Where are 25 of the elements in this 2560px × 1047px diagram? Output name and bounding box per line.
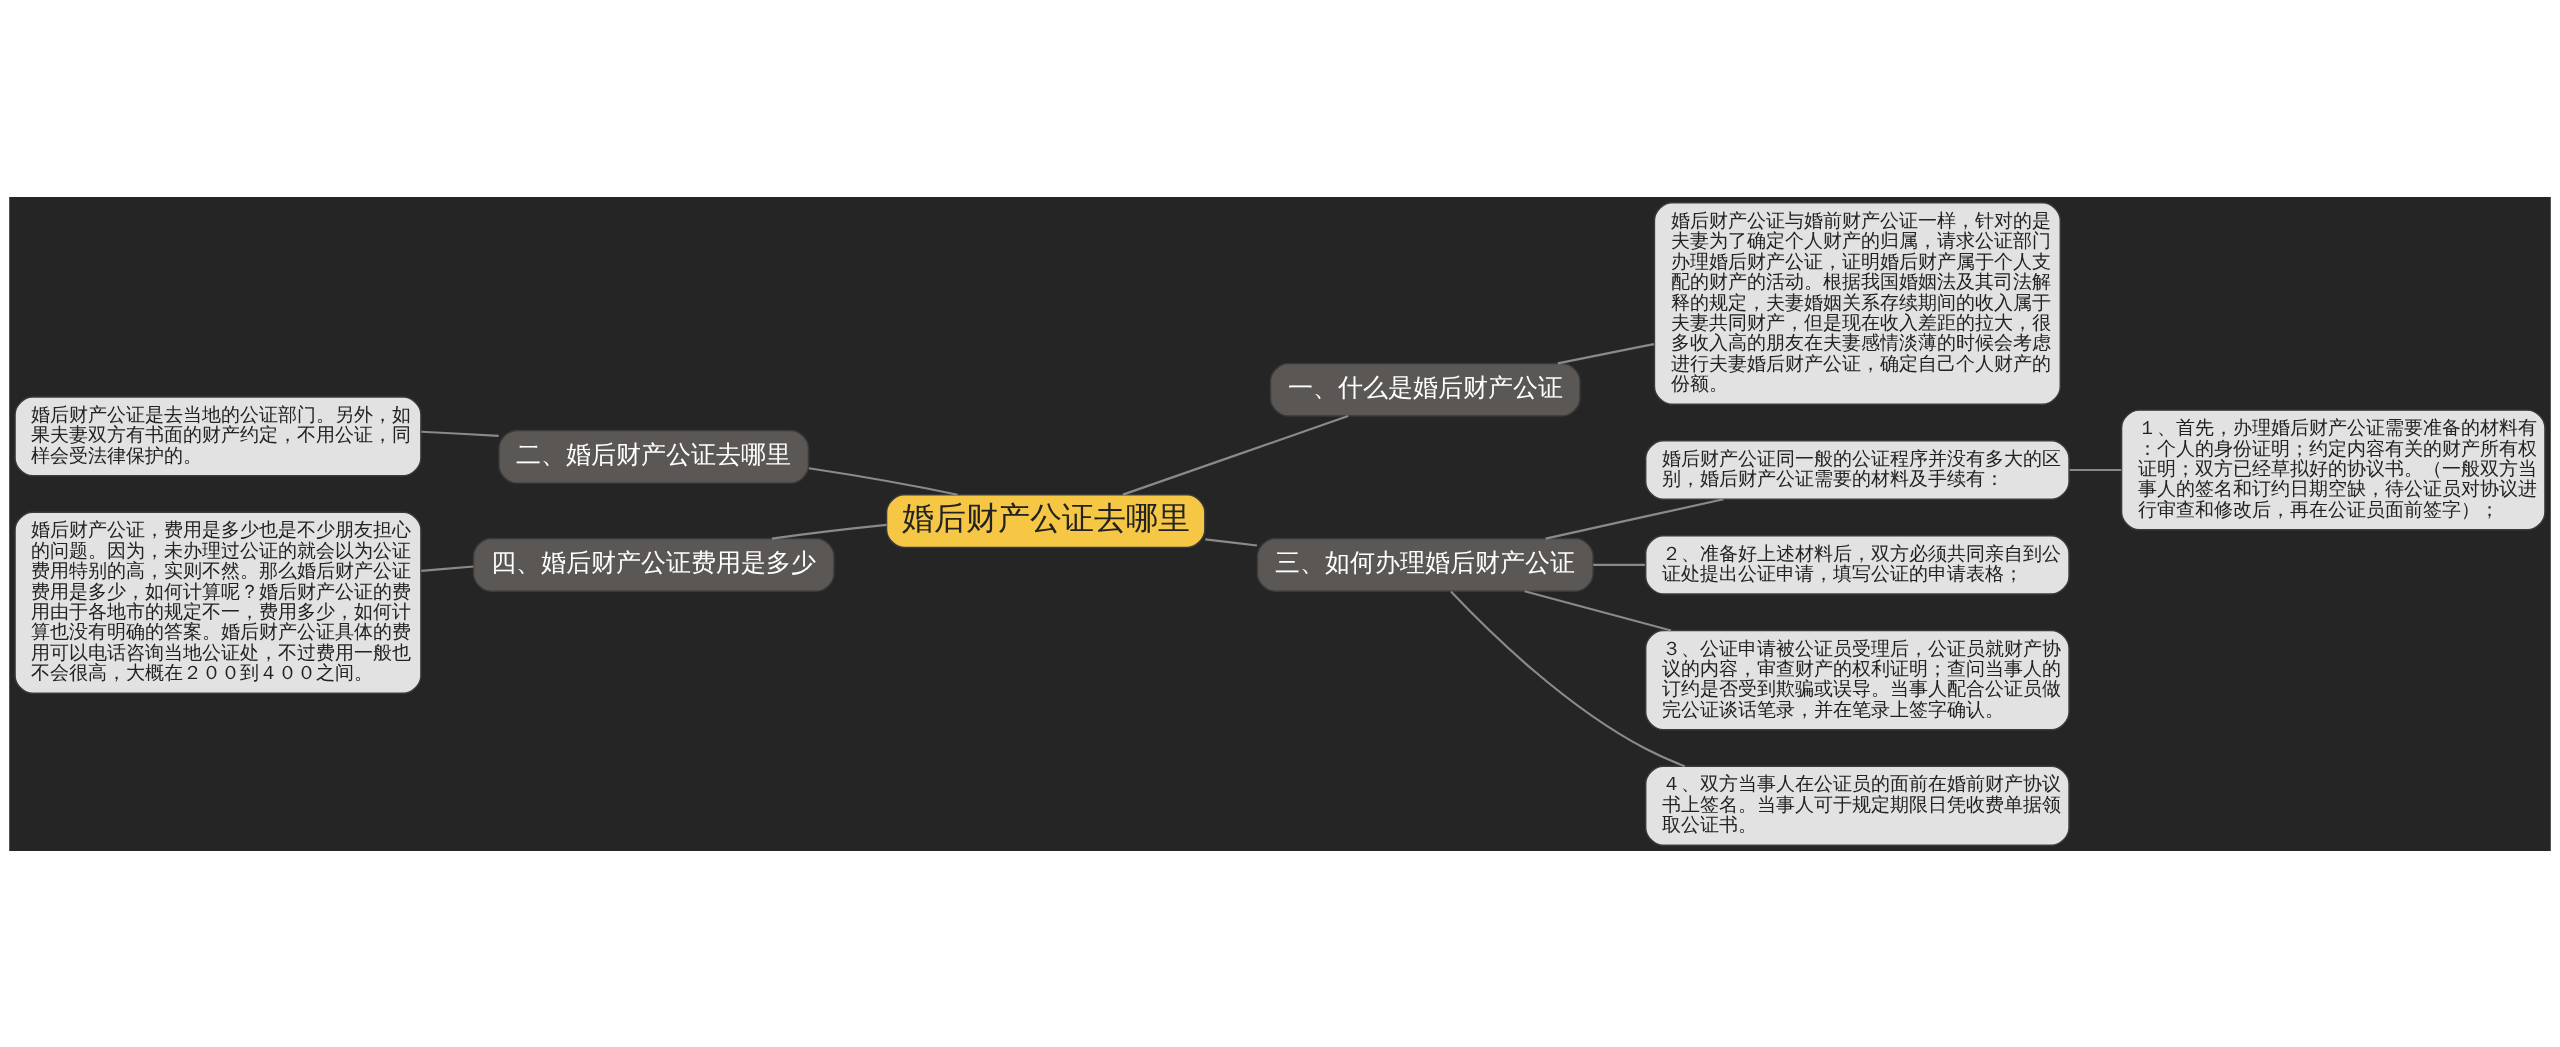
node-box: ４、双方当事人在公证员的面前在婚前财产协议书上签名。当事人可于规定期限日凭收费单据领取公证书。 bbox=[1644, 765, 2070, 846]
node-box: 婚后财产公证去哪里 bbox=[885, 493, 1206, 548]
node-box: 一、什么是婚后财产公证 bbox=[1269, 362, 1581, 417]
connector bbox=[1524, 589, 1672, 632]
connector bbox=[1557, 342, 1655, 364]
node-box: 婚后财产公证，费用是多少也是不少朋友担心的问题。因为，未办理过公证的就会以为公证费用特别的高，实则不然。那么婚后财产公证费用是多少，如何计算呢？婚后财产公证的费用由于各地市的规定不一，费用多少，如何计算也没有明确的答案。婚后财产公证具体的费用可以电话咨询当地公证处，不过费用一般也不会很高，大概在２００到４００之间。 bbox=[14, 511, 422, 694]
node-box: 四、婚后财产公证费用是多少 bbox=[472, 537, 835, 592]
connector bbox=[2069, 468, 2122, 471]
connector bbox=[421, 430, 499, 437]
node-box: 三、如何办理婚后财产公证 bbox=[1256, 537, 1594, 592]
connector bbox=[1205, 537, 1258, 547]
node-box: ３、公证申请被公证员受理后，公证员就财产协议的内容，审查财产的权利证明；查问当事人的订约是否受到欺骗或误导。当事人配合公证员做完公证谈话笔录，并在笔录上签字确认。 bbox=[1644, 629, 2070, 731]
node-box: 二、婚后财产公证去哪里 bbox=[498, 429, 810, 484]
connector bbox=[1545, 497, 1724, 540]
connector bbox=[421, 564, 474, 572]
node-box: １、首先，办理婚后财产公证需要准备的材料有：个人的身份证明；约定内容有关的财产所有权证明；双方已经草拟好的协议书。（一般双方当事人的签名和订约日期空缺，待公证员对协议进行审查和修改后，再在公证员面前签字）； bbox=[2120, 408, 2546, 531]
connector bbox=[1122, 414, 1349, 496]
node-box: ２、准备好上述材料后，双方必须共同亲自到公证处提出公证申请，填写公证的申请表格； bbox=[1644, 534, 2070, 595]
connector bbox=[1593, 563, 1645, 566]
connector bbox=[1450, 590, 1686, 767]
connector bbox=[771, 523, 887, 540]
node-box: 婚后财产公证同一般的公证程序并没有多大的区别，婚后财产公证需要的材料及手续有： bbox=[1644, 439, 2070, 500]
node-box: 婚后财产公证是去当地的公证部门。另外，如果夫妻双方有书面的财产约定，不用公证，同样会受法律保护的。 bbox=[14, 395, 422, 477]
connector bbox=[808, 466, 958, 496]
node-box: 婚后财产公证与婚前财产公证一样，针对的是夫妻为了确定个人财产的归属，请求公证部门办理婚后财产公证，证明婚后财产属于个人支配的财产的活动。根据我国婚姻法及其司法解释的规定，夫妻婚姻关系存续期间的收入属于夫妻共同财产，但是现在收入差距的拉大，很多收入高的朋友在夫妻感情淡薄的时候会考虑进行夫妻婚后财产公证，确定自己个人财产的份额。 bbox=[1653, 201, 2061, 405]
